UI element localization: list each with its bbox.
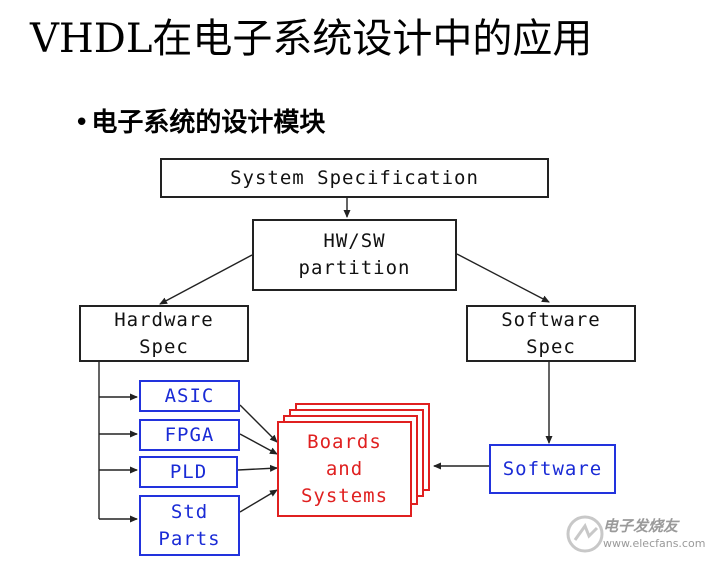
asic-label: ASIC [164, 384, 215, 407]
system-specification-label: System Specification [230, 166, 479, 189]
watermark-brand-text: 电子发烧友 [603, 517, 679, 535]
software-spec-label-line1: Software [501, 308, 601, 331]
arrow-pld-to-boards [237, 464, 278, 472]
std-parts-box: Std Parts [139, 495, 240, 556]
page-title: VHDL在电子系统设计中的应用 [30, 16, 593, 62]
software-spec-box: Software Spec [466, 305, 636, 362]
bullet-glyph: • [74, 108, 90, 138]
software-label: Software [502, 457, 603, 480]
section-heading: •电子系统的设计模块 [74, 102, 325, 139]
software-spec-label-line2: Spec [526, 335, 576, 358]
boards-and-systems-box: Boards and Systems [277, 421, 412, 517]
section-heading-text: 电子系统的设计模块 [91, 108, 326, 138]
boards-label-line3: Systems [300, 484, 389, 507]
boards-label-line2: and [325, 457, 364, 480]
asic-box: ASIC [139, 380, 240, 412]
std-parts-label-line2: Parts [158, 527, 221, 550]
hardware-spec-label-line1: Hardware [114, 308, 214, 331]
std-parts-label-line1: Std [170, 500, 209, 523]
system-specification-box: System Specification [160, 158, 549, 198]
hardware-spec-label-line2: Spec [139, 335, 189, 358]
arrow-asic-to-boards [239, 404, 278, 443]
hw-sw-partition-label-line1: HW/SW [323, 230, 386, 252]
hw-sw-partition-label-line2: partition [298, 257, 411, 279]
arrow-partition-to-hardware [159, 254, 253, 305]
fpga-label: FPGA [164, 423, 215, 446]
boards-label-line1: Boards [307, 430, 382, 453]
arrow-fpga-to-boards [239, 433, 278, 455]
hardware-spec-box: Hardware Spec [79, 305, 249, 362]
watermark-logo-icon [566, 515, 604, 553]
software-box: Software [489, 444, 616, 494]
pld-box: PLD [139, 456, 238, 488]
arrow-std-to-boards [239, 489, 278, 513]
arrow-partition-to-software [456, 253, 550, 303]
pld-label: PLD [169, 460, 208, 483]
fpga-box: FPGA [139, 419, 240, 451]
hw-sw-partition-box: HW/SW partition [252, 219, 457, 291]
watermark-url-text: www.elecfans.com [603, 537, 706, 550]
